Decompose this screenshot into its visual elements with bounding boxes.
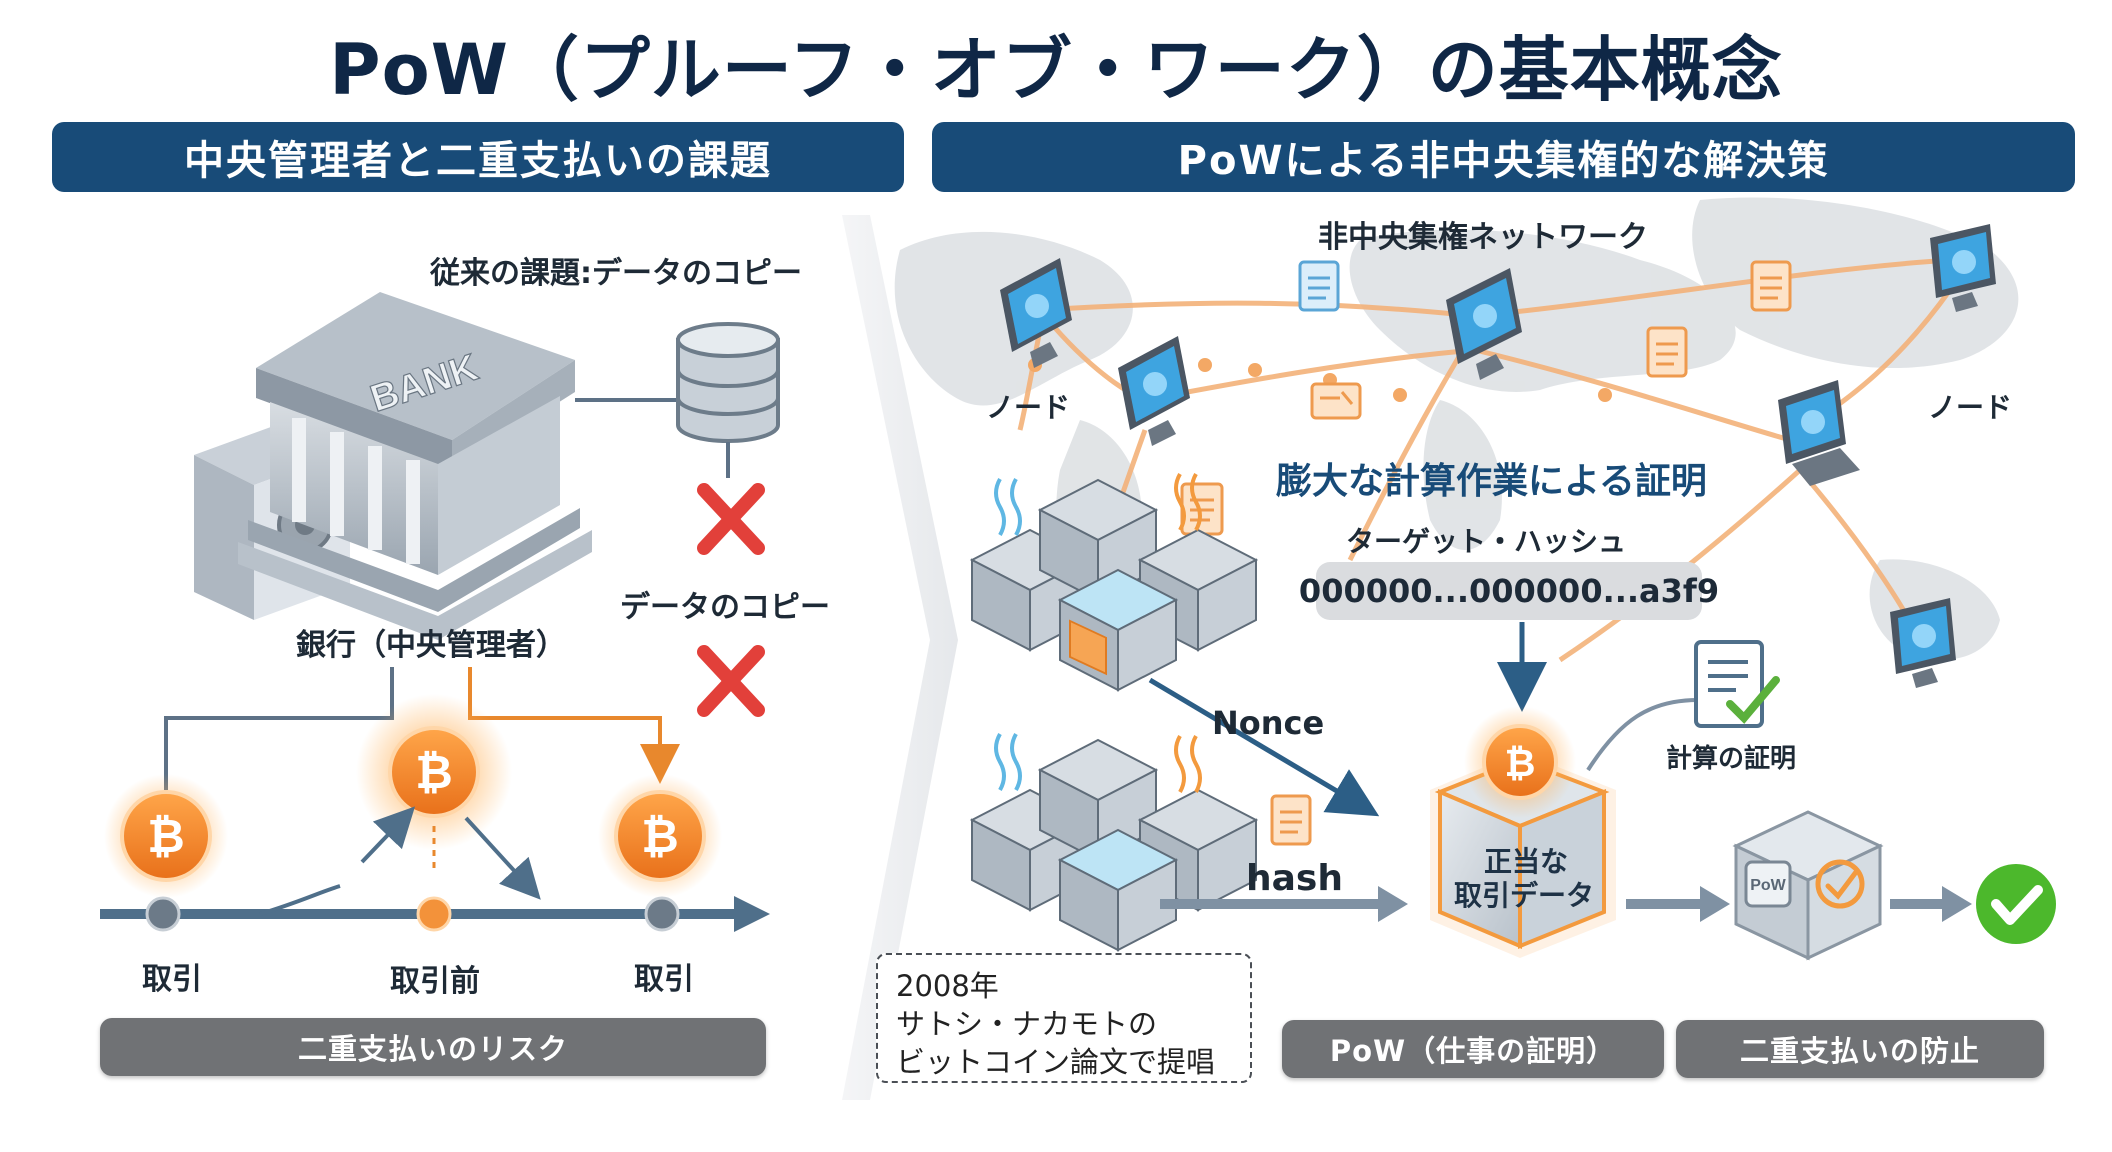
copy-label: データのコピー	[620, 590, 830, 625]
cross-icon	[697, 645, 765, 717]
computer-node-icon	[1000, 258, 1072, 368]
nonce-arrow	[1148, 677, 1380, 817]
document-icon	[1750, 260, 1792, 312]
left-section-header: 中央管理者と二重支払いの課題	[52, 122, 904, 192]
to-check-arrowhead	[1942, 886, 1972, 922]
cross-icon	[697, 483, 765, 555]
computer-node-icon	[1118, 336, 1190, 446]
bank-to-left-coin-line	[164, 667, 394, 790]
document-icon	[1646, 326, 1688, 378]
bitcoin-icon: ₿	[614, 790, 706, 882]
prevent-pill: 二重支払いの防止	[1676, 1020, 2044, 1078]
flame-icon	[1174, 735, 1202, 793]
hash-label: hash	[1246, 858, 1343, 899]
heat-wave-icon	[994, 733, 1022, 791]
proof-connector	[1586, 698, 1699, 772]
target-hash-value: 000000...000000...a3f9	[1299, 562, 1719, 620]
pow-pill: PoW（仕事の証明）	[1282, 1020, 1664, 1078]
network-label: 非中央集権ネットワーク	[1318, 220, 1648, 255]
chip-label: PoW	[1750, 877, 1786, 894]
valid-tx-line1: 正当な	[1484, 845, 1569, 878]
proof-document-icon	[1694, 640, 1780, 728]
document-icon	[1298, 260, 1340, 312]
node-label-left: ノード	[986, 391, 1071, 424]
note-line: サトシ・ナカモトの	[896, 1007, 1158, 1041]
bank-icon	[238, 292, 592, 640]
computer-node-icon	[1930, 224, 1996, 312]
pow-chip-cube	[1732, 810, 1884, 961]
valid-tx-line2: 取引データ	[1454, 879, 1595, 912]
mining-server-cluster	[969, 738, 1259, 952]
check-circle-icon	[1976, 864, 2056, 944]
mining-server-cluster	[969, 478, 1259, 692]
split-arrow-down	[464, 816, 541, 900]
document-icon	[1270, 794, 1312, 846]
bitcoin-icon: ₿	[1482, 724, 1558, 800]
document-icon	[1180, 482, 1224, 536]
target-hash-label: ターゲット・ハッシュ	[1346, 525, 1627, 558]
flame-icon	[1174, 473, 1202, 531]
bitcoin-icon: ₿	[120, 790, 212, 882]
note-line: 2008年	[896, 969, 999, 1003]
to-chip-arrowhead	[1700, 886, 1730, 922]
nonce-label: Nonce	[1212, 704, 1325, 742]
svg-text:₿: ₿	[641, 809, 679, 863]
timeline-label: 取引	[142, 962, 202, 997]
computer-node-icon	[1778, 380, 1860, 486]
computer-node-icon	[1446, 268, 1522, 380]
history-note: 2008年 サトシ・ナカモトの ビットコイン論文で提唱	[876, 953, 1252, 1083]
hash-arrowhead	[1378, 886, 1408, 922]
timeline-node	[416, 896, 452, 932]
timeline-label: 取引前	[390, 964, 480, 999]
svg-text:₿: ₿	[415, 745, 453, 799]
timeline-label: 取引	[634, 962, 694, 997]
svg-text:₿: ₿	[1505, 741, 1536, 785]
proof-label: 計算の証明	[1666, 744, 1797, 774]
timeline-arrowhead	[734, 896, 770, 932]
risk-pill: 二重支払いのリスク	[100, 1018, 766, 1076]
main-title: PoW（プルーフ・オブ・ワーク）の基本概念	[329, 29, 1783, 111]
heat-wave-icon	[994, 478, 1022, 536]
separator-chevron	[842, 215, 958, 1100]
timeline-branch	[259, 884, 341, 916]
note-line: ビットコイン論文で提唱	[896, 1045, 1216, 1079]
split-arrow-up	[360, 806, 416, 864]
document-icon	[1310, 382, 1362, 420]
computer-node-icon	[1890, 598, 1956, 688]
bank-to-right-coin-arrow	[468, 667, 680, 784]
problem-label: 従来の課題:データのコピー	[430, 256, 802, 291]
database-icon	[676, 322, 780, 443]
bitcoin-icon: ₿	[388, 726, 480, 818]
timeline-node	[145, 896, 181, 932]
work-label: 膨大な計算作業による証明	[1276, 461, 1707, 502]
svg-text:₿: ₿	[147, 809, 185, 863]
node-label-right: ノード	[1928, 391, 2013, 424]
valid-transaction-cube	[1430, 752, 1616, 958]
timeline-node	[644, 896, 680, 932]
bank-caption: 銀行（中央管理者）	[296, 628, 566, 663]
right-section-header: PoWによる非中央集権的な解決策	[932, 122, 2075, 192]
